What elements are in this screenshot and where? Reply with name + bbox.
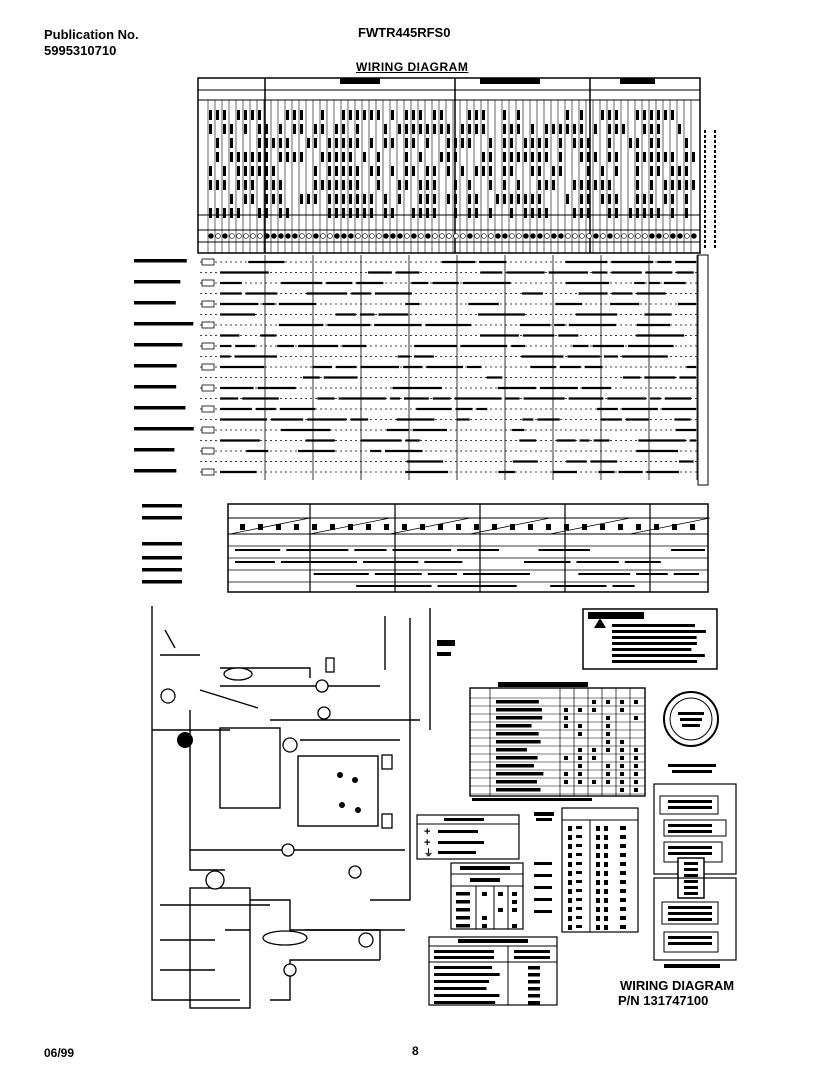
publication-label: Publication No. — [44, 27, 139, 42]
warning-label — [582, 608, 718, 670]
motor-connector — [653, 783, 737, 968]
wiring-diagram-caption: WIRING DIAGRAM — [620, 978, 735, 993]
speed-control-table — [469, 682, 646, 801]
svg-text:+: + — [424, 826, 430, 838]
selector-chart — [142, 503, 710, 593]
publication-number: 5995310710 — [44, 43, 117, 58]
model-number: FWTR445RFS0 — [358, 25, 451, 40]
legend-box: + + ⏚ — [416, 814, 520, 860]
wiring-part-number: P/N 131747100 — [618, 993, 709, 1008]
timer-motor-circle — [663, 691, 719, 773]
page-title: WIRING DIAGRAM — [356, 60, 469, 74]
schematic-diagram — [151, 606, 455, 1009]
svg-text:⏚: ⏚ — [424, 848, 433, 858]
component-resistance-table — [428, 936, 558, 1006]
footer-page-number: 8 — [412, 1044, 419, 1058]
svg-text:+: + — [424, 837, 430, 849]
connector-table — [534, 807, 639, 933]
timer-sequence-chart — [134, 77, 716, 486]
switch-table — [450, 862, 524, 930]
footer-date: 06/99 — [44, 1046, 75, 1060]
